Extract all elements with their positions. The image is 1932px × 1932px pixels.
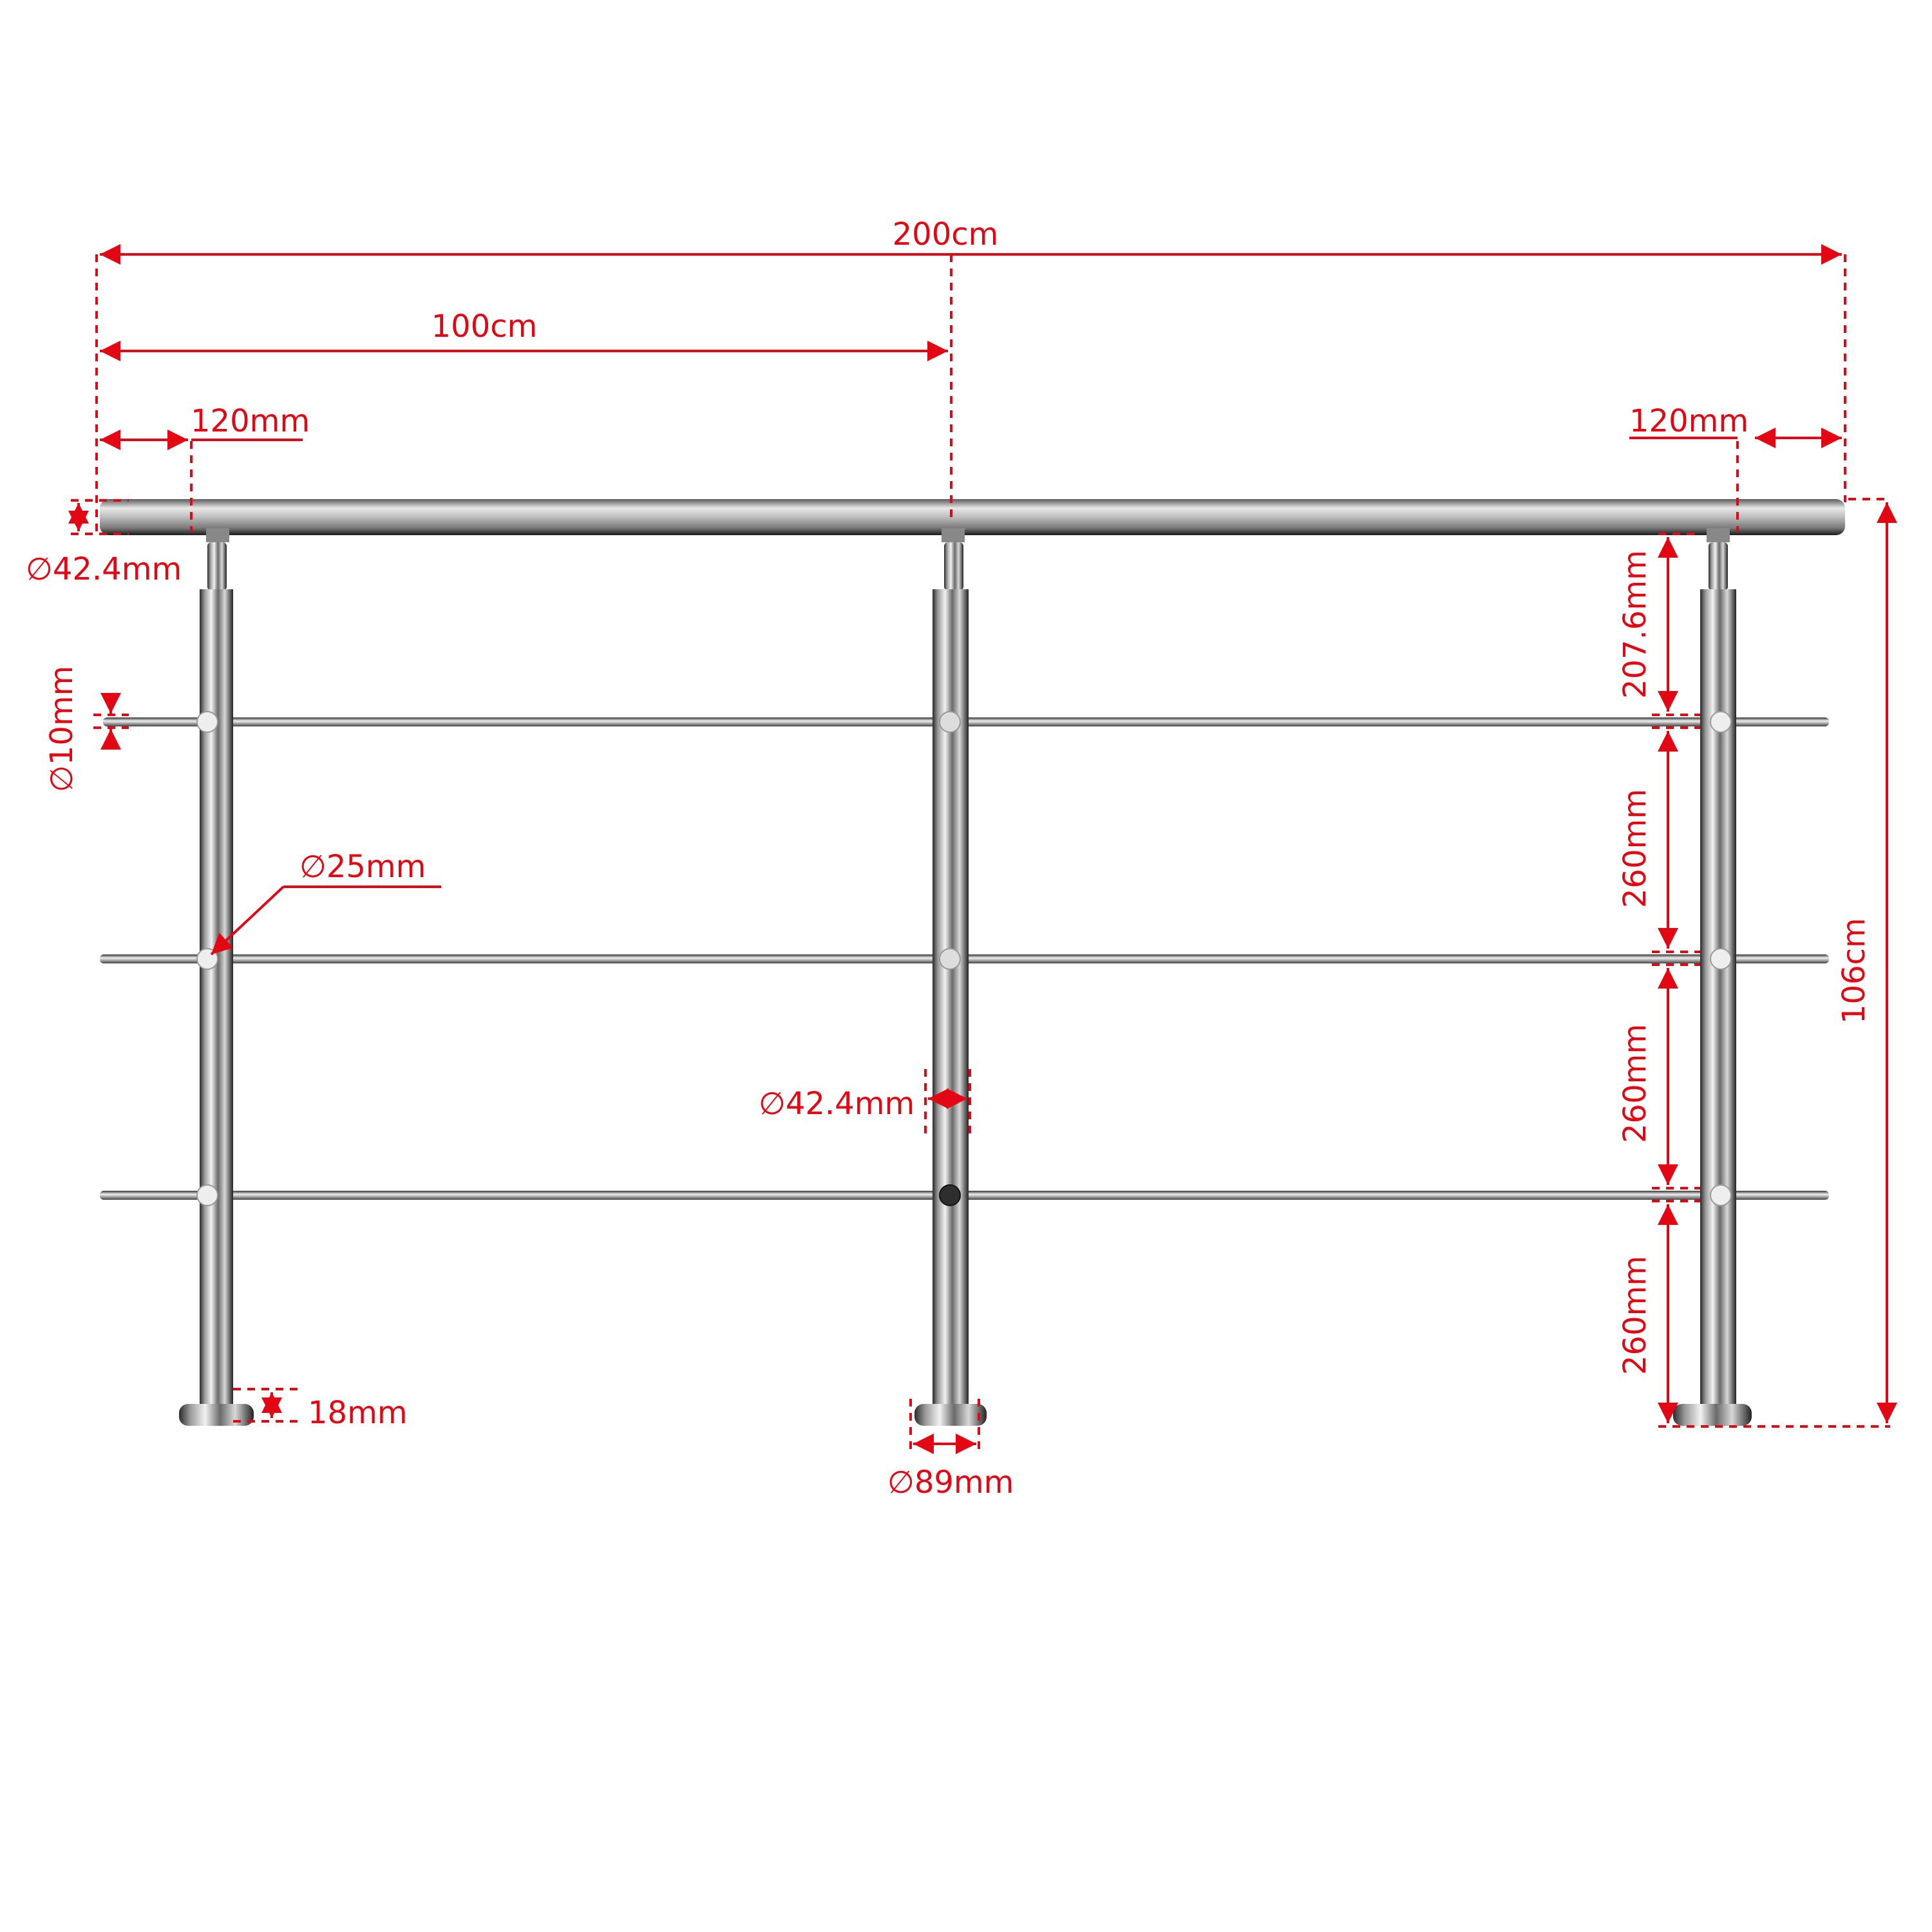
dim-post-diameter: ∅42.4mm bbox=[759, 1069, 971, 1133]
label-holder-diameter: ∅25mm bbox=[299, 849, 426, 885]
label-bar-spacing-2: 260mm bbox=[1617, 1024, 1653, 1143]
dim-crossbar-diameter: ∅10mm bbox=[44, 666, 129, 792]
label-handrail-diameter: ∅42.4mm bbox=[26, 551, 182, 587]
post-right bbox=[1673, 528, 1752, 1426]
label-top-gap: 207.6mm bbox=[1617, 550, 1653, 699]
dim-holder-diameter: ∅25mm bbox=[210, 849, 441, 956]
label-bottom-gap: 260mm bbox=[1617, 1256, 1653, 1375]
dim-left-overhang: 120mm bbox=[100, 403, 310, 531]
label-bar-spacing-1: 260mm bbox=[1617, 789, 1653, 908]
post-middle bbox=[914, 528, 987, 1426]
handrail bbox=[100, 499, 1845, 535]
label-right-overhang: 120mm bbox=[1629, 403, 1748, 439]
dim-total-length: 200cm bbox=[95, 216, 1846, 535]
label-base-height: 18mm bbox=[308, 1395, 408, 1431]
dim-handrail-diameter: ∅42.4mm bbox=[26, 499, 182, 587]
dim-half-length: 100cm bbox=[100, 254, 952, 522]
dim-right-overhang: 120mm bbox=[1629, 403, 1842, 531]
dim-total-height: 106cm bbox=[1658, 498, 1897, 1428]
post-left bbox=[179, 528, 254, 1426]
dim-base-height: 18mm bbox=[233, 1388, 408, 1431]
dim-vertical-chain: 207.6mm 260mm 260mm 260mm bbox=[1617, 533, 1700, 1423]
label-total-length: 200cm bbox=[893, 216, 999, 252]
dim-base-diameter: ∅89mm bbox=[887, 1399, 1014, 1501]
label-crossbar-diameter: ∅10mm bbox=[44, 666, 80, 792]
label-base-diameter: ∅89mm bbox=[887, 1464, 1014, 1501]
label-half-length: 100cm bbox=[431, 308, 538, 345]
label-left-overhang: 120mm bbox=[191, 403, 310, 439]
label-post-diameter: ∅42.4mm bbox=[759, 1086, 914, 1122]
label-total-height: 106cm bbox=[1836, 918, 1872, 1024]
